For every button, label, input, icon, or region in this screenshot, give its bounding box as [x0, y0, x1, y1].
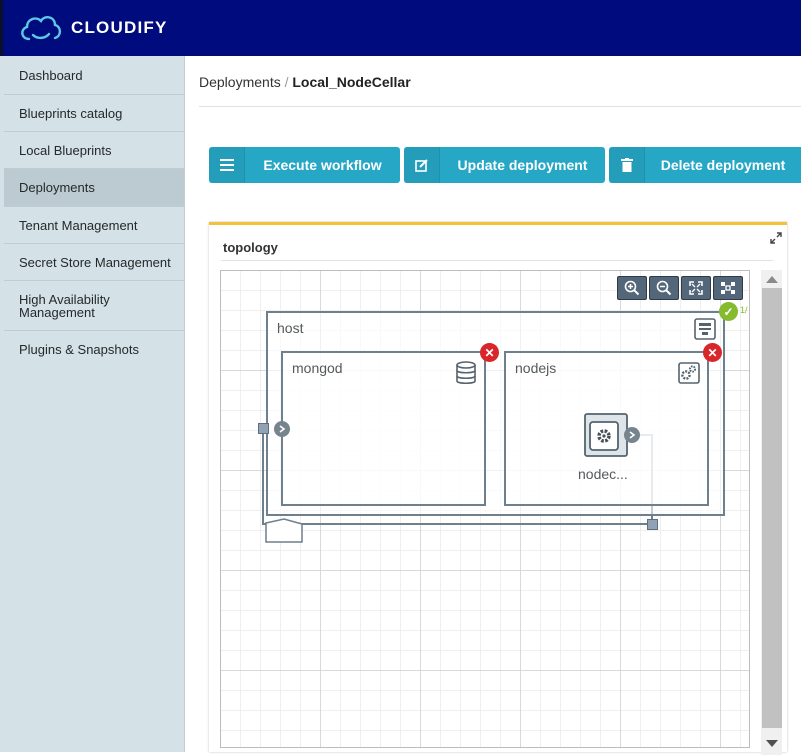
- breadcrumb-parent[interactable]: Deployments: [199, 74, 281, 90]
- zoom-out-button[interactable]: [649, 276, 679, 300]
- topology-canvas[interactable]: host ✓ 1/ mongod ✕ nodejs: [220, 270, 750, 748]
- zoom-out-icon: [656, 280, 672, 296]
- sidebar-item-high-availability[interactable]: High Availability Management: [4, 281, 184, 331]
- layout-icon: [721, 282, 735, 294]
- nodecellar-label: nodec...: [578, 466, 628, 482]
- menu-icon: [209, 147, 245, 183]
- sidebar-item-label: Blueprints catalog: [19, 105, 123, 121]
- topology-widget: topology host: [209, 222, 787, 755]
- auto-layout-button[interactable]: [713, 276, 743, 300]
- nodejs-node[interactable]: nodejs nodec...: [504, 351, 709, 506]
- delete-deployment-label: Delete deployment: [660, 157, 786, 173]
- sidebar-item-blueprints-catalog[interactable]: Blueprints catalog: [4, 95, 184, 132]
- widget-title: topology: [223, 240, 278, 255]
- execute-workflow-label: Execute workflow: [263, 157, 382, 173]
- scroll-thumb[interactable]: [762, 288, 782, 728]
- expand-icon[interactable]: [770, 232, 782, 244]
- execute-workflow-button[interactable]: Execute workflow: [209, 147, 400, 183]
- sidebar-item-label: Plugins & Snapshots: [19, 342, 139, 357]
- mongod-connection-icon[interactable]: [274, 421, 290, 437]
- breadcrumb-separator: /: [284, 74, 289, 90]
- nodecellar-node[interactable]: [582, 411, 630, 459]
- nodejs-label: nodejs: [515, 360, 557, 376]
- brand-name: CLOUDIFY: [71, 18, 168, 37]
- mongod-status-error-icon: ✕: [480, 343, 499, 362]
- sidebar-item-label: High Availability Management: [19, 291, 110, 320]
- host-instance-count: 1/: [740, 305, 748, 315]
- gears-icon: [678, 362, 700, 384]
- nodecellar-connection-icon[interactable]: [624, 427, 640, 443]
- edit-icon: [404, 147, 440, 183]
- database-icon: [456, 361, 476, 385]
- sidebar-item-local-blueprints[interactable]: Local Blueprints: [4, 132, 184, 169]
- nodejs-status-error-icon: ✕: [703, 343, 722, 362]
- sidebar-item-label: Local Blueprints: [19, 142, 112, 158]
- mongod-label: mongod: [292, 360, 343, 376]
- host-label: host: [277, 320, 304, 336]
- vertical-scrollbar[interactable]: [761, 270, 782, 755]
- fit-to-screen-button[interactable]: [681, 276, 711, 300]
- update-deployment-button[interactable]: Update deployment: [404, 147, 605, 183]
- app-header: CLOUDIFY: [0, 0, 801, 56]
- server-icon: [694, 318, 716, 340]
- scroll-up-icon[interactable]: [766, 276, 778, 283]
- sidebar-item-label: Secret Store Management: [19, 254, 171, 270]
- trash-icon: [609, 147, 645, 183]
- scroll-down-icon[interactable]: [766, 740, 778, 747]
- cloudify-logo[interactable]: CLOUDIFY: [19, 12, 167, 44]
- cloud-logo-icon: [21, 16, 62, 41]
- zoom-in-button[interactable]: [617, 276, 647, 300]
- sidebar-item-tenant-management[interactable]: Tenant Management: [4, 207, 184, 244]
- header-divider: [199, 106, 801, 107]
- update-deployment-label: Update deployment: [457, 157, 588, 173]
- sidebar-item-label: Tenant Management: [19, 217, 138, 233]
- sidebar-item-deployments[interactable]: Deployments: [4, 169, 184, 207]
- sidebar-item-secret-store-management[interactable]: Secret Store Management: [4, 244, 184, 281]
- host-status-ok-icon: ✓: [719, 302, 738, 321]
- fit-icon: [689, 281, 703, 295]
- breadcrumb-current: Local_NodeCellar: [292, 74, 411, 90]
- sidebar-item-label: Deployments: [19, 180, 95, 195]
- sidebar-item-dashboard[interactable]: Dashboard: [4, 56, 184, 95]
- relationship-anchor[interactable]: [647, 519, 658, 530]
- sidebar: Dashboard Blueprints catalog Local Bluep…: [0, 56, 185, 752]
- relationship-anchor[interactable]: [258, 423, 269, 434]
- mongod-node[interactable]: mongod: [281, 351, 486, 506]
- delete-deployment-button[interactable]: Delete deployment: [609, 147, 801, 183]
- widget-divider: [221, 260, 773, 261]
- zoom-in-icon: [624, 280, 640, 296]
- application-icon: [584, 413, 628, 457]
- sidebar-item-label: Dashboard: [19, 67, 83, 83]
- breadcrumb: Deployments / Local_NodeCellar: [199, 74, 411, 90]
- sidebar-item-plugins-snapshots[interactable]: Plugins & Snapshots: [4, 331, 184, 368]
